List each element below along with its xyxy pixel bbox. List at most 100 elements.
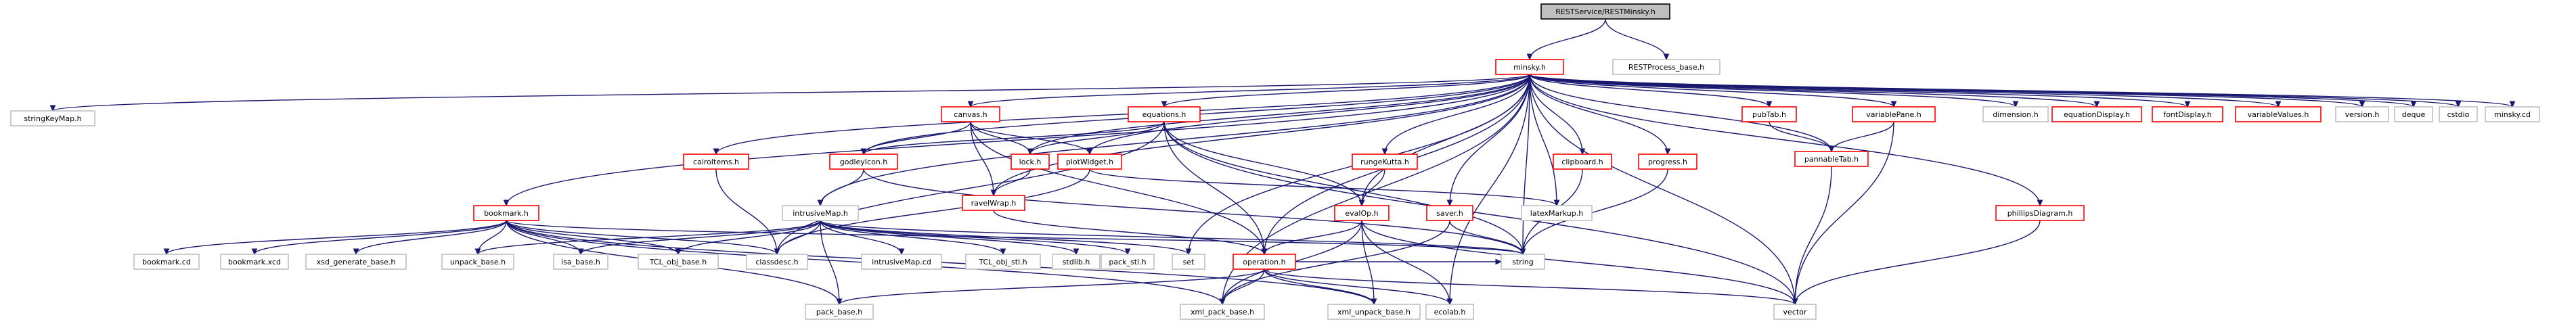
node-pubTab[interactable]: pubTab.h (1741, 106, 1797, 122)
arrowhead-ravelWrap (990, 189, 997, 197)
node-label: canvas.h (954, 110, 987, 119)
edge-saver-to-xmlpackbase (1222, 220, 1450, 305)
edge-equations-to-lock (1029, 121, 1165, 155)
node-variableValues[interactable]: variableValues.h (2235, 106, 2322, 122)
node-minsky[interactable]: minsky.h (1495, 59, 1564, 75)
arrowhead-restproc (1663, 53, 1670, 61)
arrowhead-vector (1792, 298, 1798, 306)
node-box (746, 254, 808, 270)
node-bookmark[interactable]: bookmark.h (473, 205, 539, 221)
edge-operation-to-xmlpackbase (1222, 268, 1265, 305)
node-label: lock.h (1019, 158, 1042, 166)
node-box (1553, 154, 1612, 170)
node-label: pubTab.h (1752, 110, 1786, 119)
node-cairoItems[interactable]: cairoItems.h (683, 154, 749, 170)
node-label: bookmark.cd (142, 258, 191, 266)
edge-canvas-to-operation (970, 121, 1265, 255)
node-canvas[interactable]: canvas.h (941, 106, 1000, 122)
edge-minsky-to-canvas (970, 74, 1530, 108)
edge-minsky-to-equationDisplay (1529, 74, 2097, 108)
edge-root-to-minsky (1529, 18, 1606, 60)
node-pannableTab[interactable]: pannableTab.h (1794, 151, 1869, 167)
edge-minsky-to-pannableTab (1529, 74, 1832, 152)
node-label: variablePane.h (1866, 110, 1921, 119)
node-godleyIcon[interactable]: godleyIcon.h (829, 154, 898, 170)
arrowhead-string (1519, 248, 1526, 256)
node-box (473, 205, 539, 221)
node-box (1501, 254, 1545, 270)
node-box (1852, 106, 1936, 122)
edge-bookmark-to-tclobjbase (506, 220, 679, 255)
edge-cairoItems-to-classdesc (715, 168, 778, 255)
node-box (220, 254, 289, 270)
node-phillipsDiagram[interactable]: phillipsDiagram.h (1995, 205, 2085, 221)
edge-lock-to-ravelWrap (993, 168, 1031, 196)
node-evalOp[interactable]: evalOp.h (1334, 205, 1390, 221)
node-label: minsky.h (1513, 63, 1546, 72)
node-box (2439, 106, 2478, 122)
edge-pubTab-to-pannableTab (1769, 121, 1832, 152)
arrowhead-bookmarkxcd (251, 248, 258, 256)
edge-phillipsDiagram-to-vector (1794, 220, 2041, 305)
node-string: string (1501, 254, 1545, 270)
node-fontDisplay[interactable]: fontDisplay.h (2152, 106, 2223, 122)
edge-pannableTab-to-vector (1794, 166, 1832, 305)
node-ravelWrap[interactable]: ravelWrap.h (962, 195, 1025, 211)
edge-intrusiveMap-to-packstl (820, 220, 1128, 255)
node-label: equationDisplay.h (2064, 110, 2130, 119)
edge-equations-to-godleyIcon (863, 121, 1165, 155)
node-label: operation.h (1243, 258, 1285, 266)
edge-intrusiveMap-to-string (820, 220, 1524, 255)
node-equations[interactable]: equations.h (1128, 106, 1201, 122)
node-equationDisplay[interactable]: equationDisplay.h (2051, 106, 2142, 122)
node-label: deque (2402, 110, 2426, 119)
edge-godleyIcon-to-intrusiveMap (820, 168, 864, 206)
edge-minsky-to-phillipsDiagram (1529, 74, 2041, 206)
arrowhead-plotWidget (1086, 148, 1093, 156)
arrowhead-minskycd (2509, 101, 2516, 108)
node-label: bookmark.h (484, 209, 529, 218)
node-box (305, 254, 407, 270)
node-rungeKutta[interactable]: rungeKutta.h (1352, 154, 1418, 170)
node-progress[interactable]: progress.h (1638, 154, 1697, 170)
node-bookmarkcd: bookmark.cd (133, 254, 200, 270)
node-box (1101, 254, 1155, 270)
arrowhead-set (1185, 248, 1192, 256)
arrowhead-cairoItems (713, 148, 719, 156)
node-box (1057, 154, 1122, 170)
node-packstl: pack_stl.h (1101, 254, 1155, 270)
arrowhead-minsky (1526, 53, 1533, 61)
node-xmlpackbase: xml_pack_base.h (1180, 304, 1265, 320)
node-operation[interactable]: operation.h (1233, 254, 1296, 270)
edge-equations-to-classdesc (776, 121, 1165, 255)
node-classdesc: classdesc.h (746, 254, 808, 270)
node-deque: deque (2394, 106, 2433, 122)
node-label: unpack_base.h (450, 258, 506, 266)
node-box (441, 254, 514, 270)
node-label: RESTProcess_base.h (1628, 63, 1704, 72)
node-box (1426, 205, 1473, 221)
node-latexMarkup: latexMarkup.h (1521, 205, 1593, 221)
node-box (2394, 106, 2433, 122)
arrowhead-xsdgen (353, 248, 359, 256)
arrowhead-equationDisplay (2093, 101, 2100, 108)
edge-minsky-to-fontDisplay (1529, 74, 2188, 108)
node-variablePane[interactable]: variablePane.h (1852, 106, 1936, 122)
node-saver[interactable]: saver.h (1426, 205, 1473, 221)
edge-minsky-to-clipboard (1529, 74, 1583, 155)
edge-intrusiveMap-to-classdesc (776, 220, 821, 255)
node-box (1128, 106, 1201, 122)
node-plotWidget[interactable]: plotWidget.h (1057, 154, 1122, 170)
arrowhead-cstdio (2455, 101, 2462, 108)
node-lock[interactable]: lock.h (1011, 154, 1050, 170)
arrowhead-dimension (2012, 101, 2019, 108)
node-box (2051, 106, 2142, 122)
node-box (1327, 304, 1421, 320)
edge-minsky-to-variablePane (1529, 74, 1894, 108)
node-box (1495, 59, 1564, 75)
node-clipboard[interactable]: clipboard.h (1553, 154, 1612, 170)
edge-bookmark-to-xsdgen (355, 220, 507, 255)
edge-minsky-to-pubTab (1529, 74, 1770, 108)
arrowhead-phillipsDiagram (2037, 200, 2043, 207)
edge-plotWidget-to-latexMarkup (1089, 168, 1557, 206)
